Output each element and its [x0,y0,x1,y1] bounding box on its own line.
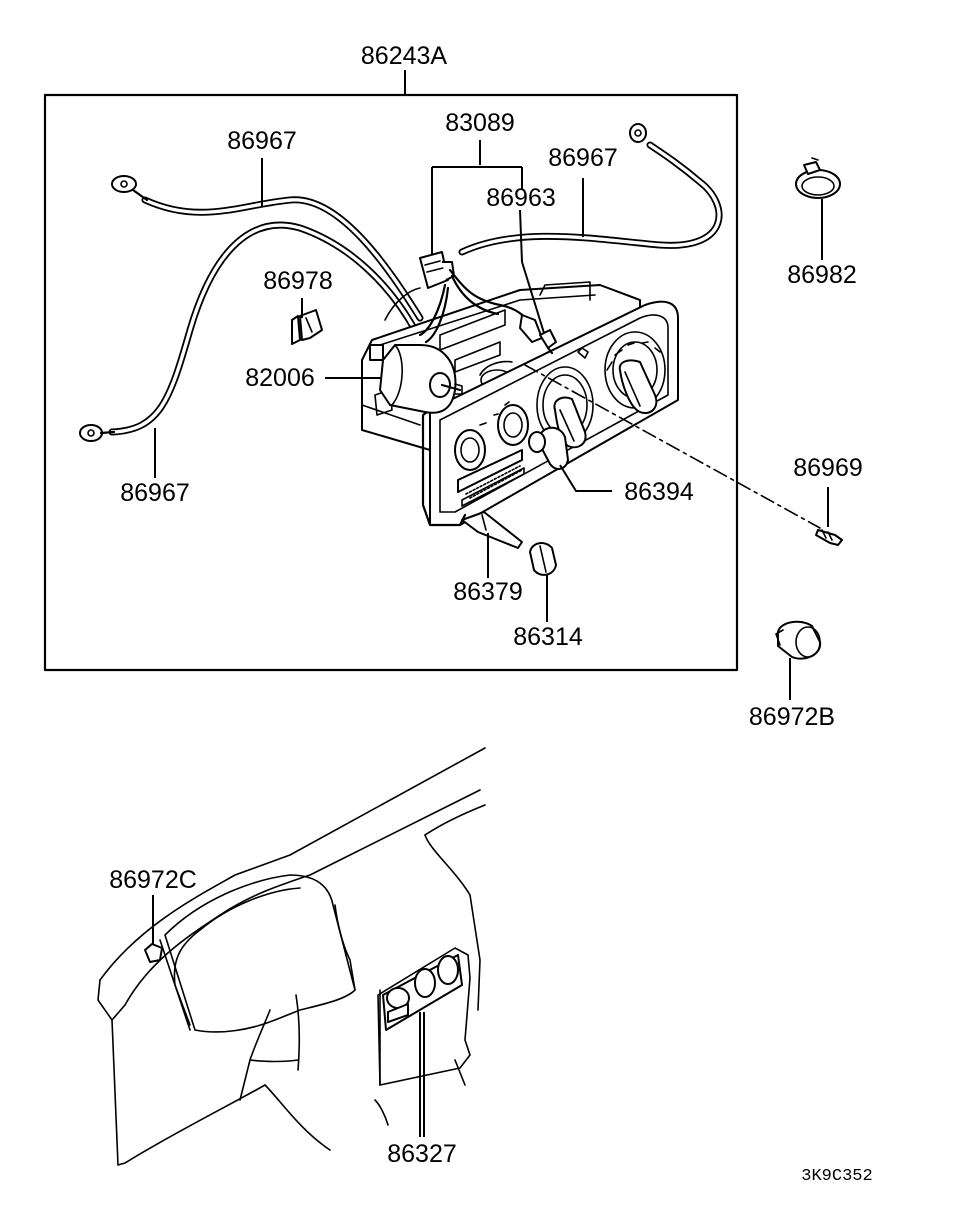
actuator-motor [369,344,463,414]
screw [524,364,843,546]
label-cable-top-right: 86967 [548,144,618,172]
fan-knob-86394 [528,426,569,470]
label-assembly: 86243A [361,42,448,70]
mode-knob [618,359,658,414]
bezel-clip [775,620,822,660]
label-harness: 83089 [445,109,515,137]
label-knob-small: 86314 [513,623,583,651]
label-motor: 82006 [245,364,315,392]
cable-top-right [458,123,723,256]
label-bulb: 86963 [486,184,556,212]
label-bezel-clip: 86972B [749,703,835,731]
label-cable-clamp: 86982 [787,261,857,289]
label-clip: 86978 [263,267,333,295]
small-knob [529,542,557,576]
label-cable-left-lower: 86967 [120,479,190,507]
illumination-bulb [519,314,557,355]
dashboard-illustration [97,747,486,1166]
control-panel-face [421,300,679,527]
leader-lines [152,140,829,1137]
slide-knob [461,511,523,549]
label-screw: 86969 [793,454,863,482]
assembly-frame [43,70,739,672]
clip-86978 [291,309,323,345]
label-cable-top-left: 86967 [227,127,297,155]
diagram-code: 3K9C352 [801,1167,872,1186]
label-panel: 86327 [387,1140,457,1168]
label-clip-dash: 86972C [109,866,197,894]
label-slide-knob: 86379 [453,578,523,606]
label-knob: 86394 [624,478,694,506]
cable-left-lower [79,221,419,442]
cable-top-left [111,175,424,322]
cable-clamp [795,157,841,199]
